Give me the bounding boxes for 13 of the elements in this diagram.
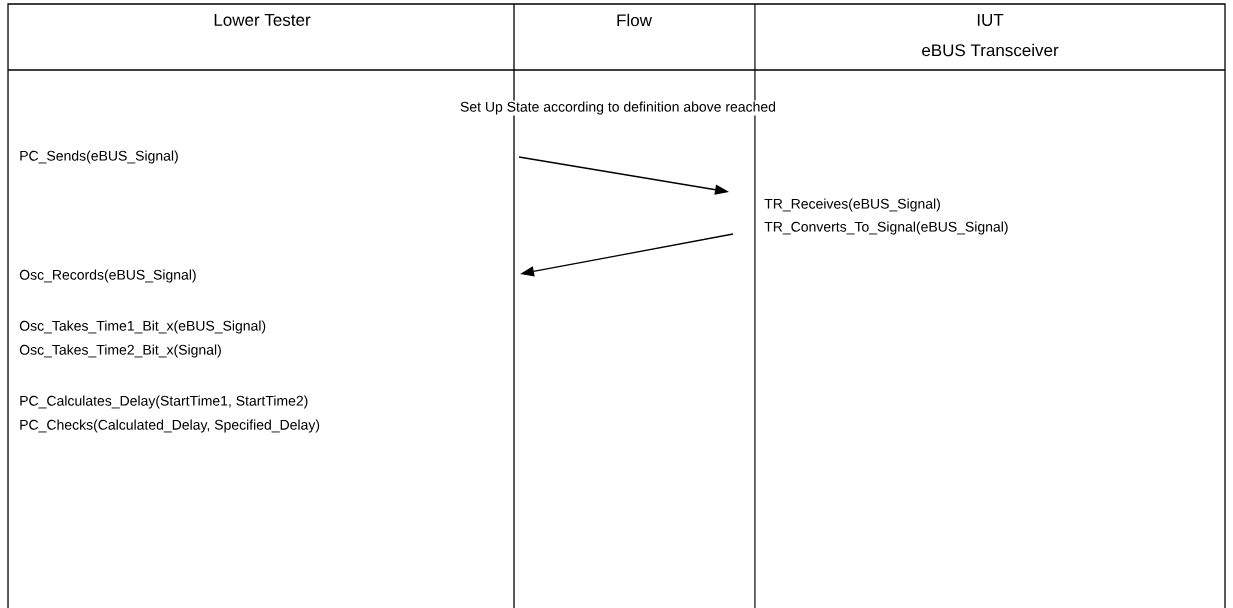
message-text: TR_Receives(eBUS_Signal) [764,198,940,212]
step-text: Osc_Takes_Time1_Bit_x(eBUS_Signal) [18,319,268,335]
column-header: Lower Tester [212,13,312,27]
column-header: eBUS Transceiver [920,42,1060,58]
step-text: PC_Checks(Calculated_Delay, Specified_Delay) [18,418,322,434]
step-text: PC_Calculates_Delay(StartTime1, StartTime2) [18,394,310,410]
step-text: PC_Sends(eBUS_Signal) [18,149,180,165]
step-text: Osc_Takes_Time2_Bit_x(Signal) [18,343,223,359]
column-header: Flow [615,12,653,28]
message-text: TR_Converts_To_Signal(eBUS_Signal) [764,221,1008,235]
note-text: Set Up State according to definition above reached [459,100,777,116]
step-text: Osc_Records(eBUS_Signal) [18,268,198,284]
column-header: IUT [975,13,1005,27]
